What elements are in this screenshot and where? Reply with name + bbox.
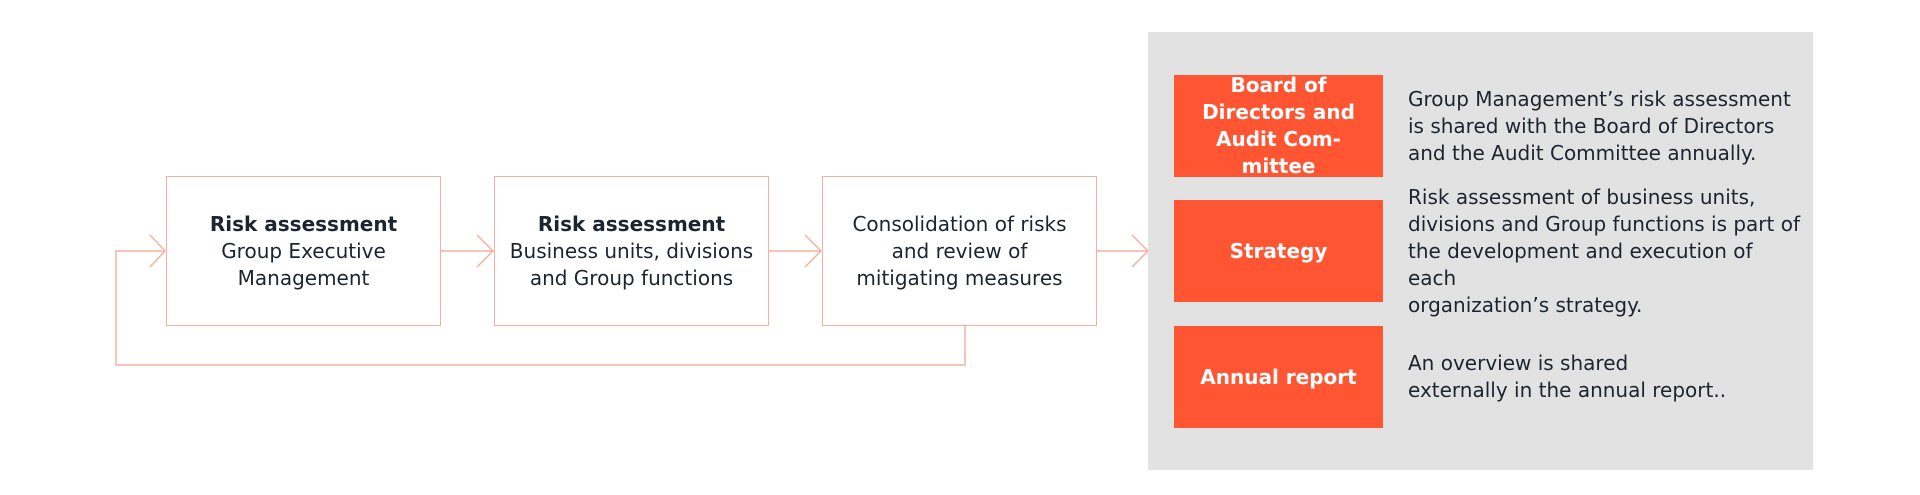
outcome-description-board: Group Management’s risk assessment is sh… (1408, 75, 1806, 177)
step-text-line: Consolidation of risks (852, 211, 1067, 236)
outcome-description-annual-report: An overview is shared externally in the … (1408, 326, 1806, 428)
arrowhead-into-step-3 (804, 234, 823, 268)
outcome-text-line: divisions and Group functions is part of (1408, 211, 1801, 236)
outcome-text-line: Risk assessment of business units, (1408, 184, 1756, 209)
feedback-loop-line (115, 250, 966, 366)
arrowhead-into-step-2 (476, 234, 495, 268)
step-text-line: mitigating measures (856, 265, 1063, 290)
outcome-label-annual-report: Annual report (1174, 326, 1383, 428)
step-box-group-executive: Risk assessment Group Executive Manageme… (166, 176, 441, 326)
outcome-text-line: organization’s strategy. (1408, 292, 1643, 317)
outcome-description-strategy: Risk assessment of business units, divis… (1408, 185, 1806, 317)
step-title: Risk assessment (537, 211, 726, 236)
outcome-text-line: An overview is shared (1408, 351, 1629, 375)
step-box-consolidation: Consolidation of risks and review of mit… (822, 176, 1097, 326)
step-text-line: Management (237, 265, 370, 290)
outcome-label-board: Board of Directors and Audit Com-mittee (1174, 73, 1383, 178)
outcome-text-line: externally in the annual report.. (1408, 378, 1727, 402)
arrowhead-into-step-1 (149, 234, 167, 268)
outcome-text-line: and the Audit Committee annually. (1408, 140, 1757, 165)
outcome-text-line: the development and execution of each (1408, 238, 1753, 290)
outcome-label-text: Strategy (1229, 238, 1328, 263)
outcome-text-line: Group Management’s risk assessment (1408, 86, 1791, 111)
step-text-line: Group Executive (221, 238, 386, 263)
outcome-label-text: Annual report (1200, 364, 1357, 389)
step-box-business-units: Risk assessment Business units, division… (494, 176, 769, 326)
step-title: Risk assessment (209, 211, 398, 236)
step-text-line: and Group functions (529, 265, 734, 290)
step-text-line: Business units, divisions (509, 238, 754, 263)
outcome-label-strategy: Strategy (1174, 200, 1383, 302)
step-text-line: and review of (891, 238, 1028, 263)
outcome-text-line: is shared with the Board of Directors (1408, 113, 1775, 138)
outcome-label-text: Board of Directors and Audit Com-mittee (1202, 73, 1355, 178)
